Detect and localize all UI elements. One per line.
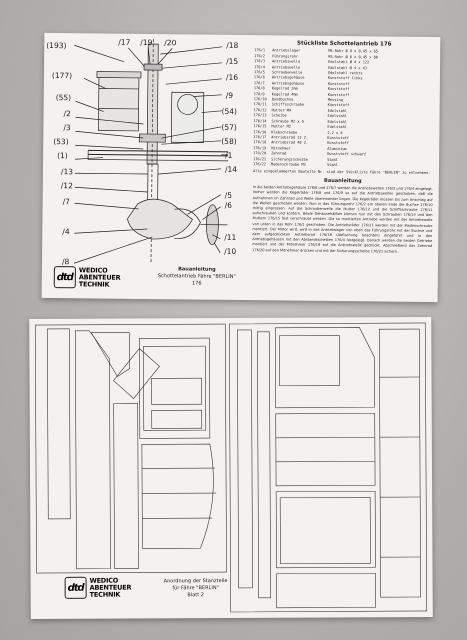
part-name: Madenschraube M3 — [271, 162, 306, 167]
parts-note: Alle eingeklammerten Bauteile Nr. sind d… — [252, 169, 431, 176]
callout-9: /9 — [225, 90, 234, 100]
table-row: 176/22 Madenschraube M3 Stahl — [253, 162, 433, 169]
punch-parts-sheet: dtd WEDICO ABENTEUER TECHNIK Anordnung d… — [29, 316, 433, 620]
callout-53: (53) — [53, 137, 69, 147]
callout-15: /15 — [226, 56, 239, 66]
callout-4: /4 — [62, 227, 70, 237]
callout-12: /12 — [60, 181, 73, 191]
callout-11: /11 — [224, 232, 237, 242]
part-no: 176/22 — [253, 162, 267, 167]
callout-10: /10 — [224, 246, 237, 256]
wedico-logo: dtd WEDICO ABENTEUER TECHNIK — [53, 266, 121, 289]
logo-text: WEDICO ABENTEUER TECHNIK — [78, 266, 121, 289]
callout-2: /2 — [63, 109, 71, 119]
callout-16: /16 — [225, 72, 239, 82]
sheet-caption: Bauanleitung Schottelantrieb Fähre "BERL… — [137, 266, 257, 288]
instructions-text: In die beiden Antriebsgehäuse 176/6 und … — [252, 185, 433, 254]
punch-parts-layout — [34, 322, 428, 613]
callout-8: /8 — [61, 257, 70, 267]
callout-20: /20 — [164, 38, 177, 48]
callout-14: /14 — [224, 164, 238, 174]
callout-6: /6 — [224, 200, 232, 210]
callout-1r: /1 — [225, 150, 233, 160]
part-mat: Stahl — [327, 162, 338, 167]
callout-58: (58) — [221, 136, 237, 146]
instruction-sheet: (193) (177) (55) /2 /3 (53) (1) /13 /12 … — [41, 32, 441, 303]
callout-3: /3 — [63, 123, 71, 133]
bottom-caption-line-3: Blatt 2 — [187, 592, 204, 599]
logo-line-3: TECHNIK — [78, 279, 110, 289]
callout-57: (57) — [221, 122, 237, 132]
logo-mark: dtd — [53, 266, 76, 289]
callout-177: (177) — [51, 71, 73, 81]
callout-193: (193) — [46, 40, 67, 51]
logo-text-bottom: WEDICO ABENTEUER TECHNIK — [89, 576, 132, 599]
wedico-logo-bottom: dtd WEDICO ABENTEUER TECHNIK — [64, 576, 132, 599]
instructions-title: Bauanleitung — [324, 177, 362, 185]
logo-line-3-bottom: TECHNIK — [89, 590, 121, 599]
callout-17: /17 — [118, 37, 131, 47]
callout-54: (54) — [221, 106, 238, 116]
parts-list-title: Stückliste Schottelantrieb 176 — [297, 40, 392, 48]
logo-mark-bottom: dtd — [64, 576, 87, 599]
callout-5: /5 — [224, 190, 233, 200]
callout-7: /7 — [62, 197, 70, 207]
callout-13: /13 — [60, 167, 74, 177]
callout-18: /18 — [226, 40, 239, 50]
callout-1: (1) — [57, 151, 68, 161]
schottel-drive-drawing — [73, 39, 229, 265]
callout-19: /19 — [140, 37, 153, 48]
callout-55: (55) — [55, 93, 72, 103]
bottom-caption: Anordnung der Stanzteile für Fähre "BERL… — [141, 578, 251, 600]
caption-number: 176 — [191, 280, 202, 287]
